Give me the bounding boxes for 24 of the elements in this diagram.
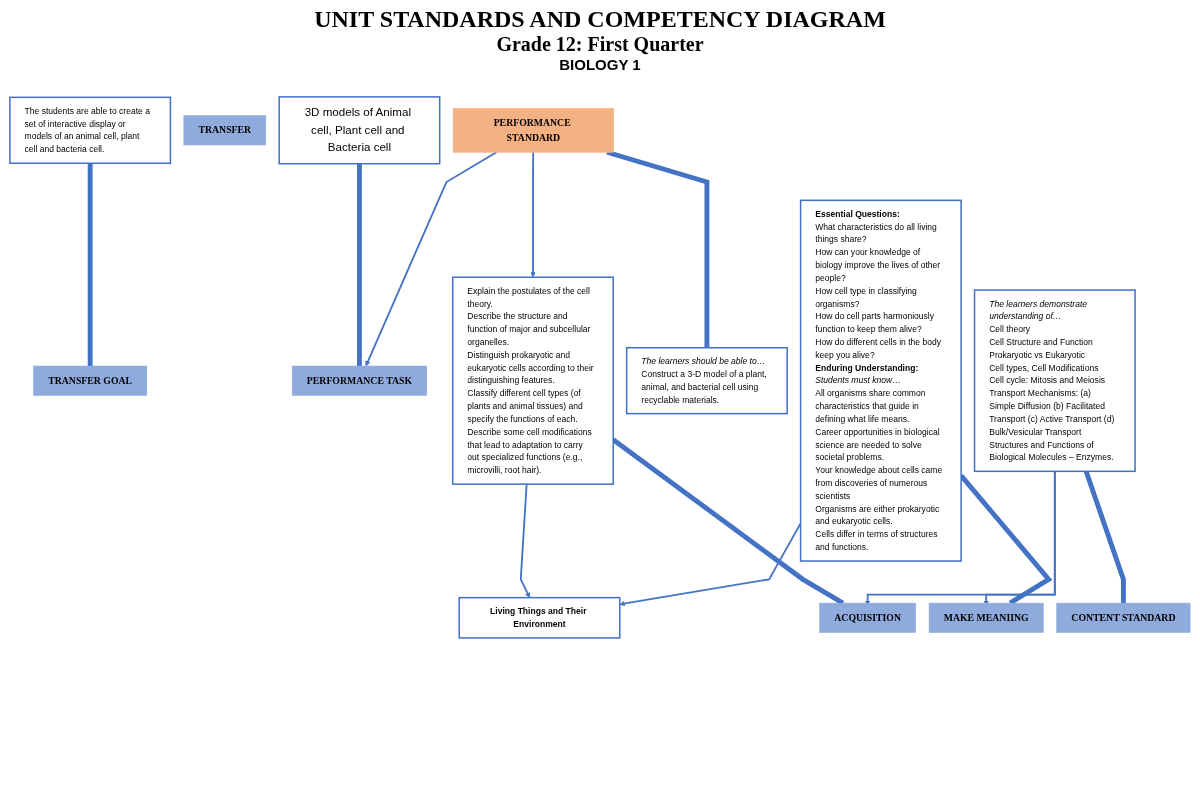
- subtitle: Grade 12: First Quarter: [496, 33, 704, 56]
- node-box: The students are able to create a set of interactive display or models of an animal cell, plant cell and bacteria cell.: [9, 96, 172, 164]
- arrow: [365, 151, 498, 367]
- node-box: TRANSFER: [183, 115, 267, 146]
- node-box: CONTENT STANDARD: [1056, 602, 1191, 633]
- diagram-title: UNIT STANDARDS AND COMPETENCY DIAGRAM: [314, 6, 886, 33]
- connector: [357, 163, 362, 367]
- node-box: PERFORMANCE TASK: [291, 365, 427, 396]
- arrow: [519, 483, 530, 598]
- connector: [1083, 470, 1126, 604]
- subject-heading: BIOLOGY 1: [559, 56, 641, 73]
- connector: [87, 163, 93, 367]
- arrow: [530, 151, 536, 278]
- node-box: Essential Questions: What characteristics do all living things share? How can your knowledge of biology improve the lives of other people? How cell type in classifying organisms? How do cell parts harmoniously function to keep them alive? How do different cells in the body keep you alive? Enduring Understanding: Students must know… All organisms share common characteristics that guide in defining what life means. Career opportunities in biological science are needed to solve societal problems. Your knowledge about cells came from discoveries of numerous scientists Organisms are either prokaryotic and eukaryotic cells. Cells differ in terms of structures and functions.: [799, 199, 962, 562]
- node-box: Living Things and Their Environment: [458, 596, 621, 639]
- node-box: ACQUISITION: [819, 602, 916, 633]
- node-box: The learners should be able to… Construct a 3-D model of a plant, animal, and bacterial cell using recyclable materials.: [625, 346, 788, 415]
- node-box: 3D models of Animal cell, Plant cell and Bacteria cell: [278, 96, 441, 165]
- node-box: TRANSFER GOAL: [33, 365, 148, 396]
- node-box: Explain the postulates of the cell theory. Describe the structure and function of major and subcellular organelles. Distinguish prokaryotic and eukaryotic cells according to their distinguishing features. Classify different cell types (of plants and animal tissues) and specify the functions of each. Describe some cell modifications that lead to adaptation to carry out specialized functions (e.g., microvilli, root hair).: [451, 276, 614, 485]
- connector: [606, 149, 710, 348]
- node-box: The learners demonstrate understanding of… Cell theory Cell Structure and Function Prokaryotic vs Eukaryotic Cell types, Cell Modifications Cell cycle: Mitosis and Meiosis Transport Mechanisms: (a) Simple Diffusion (b) Facilitated Transport (c) Active Transport (d) Bulk/Vesicular Transport Structures and Functions of Biological Molecules – Enzymes.: [973, 289, 1136, 473]
- node-box: MAKE MEANIING: [928, 602, 1044, 633]
- node-box: PERFORMANCE STANDARD: [452, 108, 614, 153]
